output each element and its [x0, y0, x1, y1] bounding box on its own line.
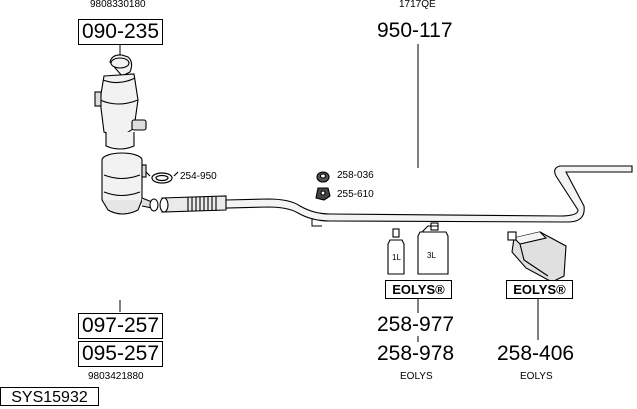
eolys-part-a: 258-977	[377, 313, 455, 336]
front-ref-label: 1717QE	[399, 0, 436, 10]
bottle-small-label: 1L	[392, 253, 401, 262]
gasket-part-number: 258-036	[337, 170, 374, 181]
gasket-icon	[316, 171, 330, 183]
eolys-brand-left: EOLYS®	[385, 280, 452, 299]
sensor-part-number-1: 097-257	[78, 313, 163, 339]
bottle-large-icon	[417, 222, 449, 275]
eolys-part-b: 258-978	[377, 342, 455, 365]
sensor-part-number-2: 095-257	[78, 341, 163, 367]
cat-part-number: 090-235	[78, 19, 163, 45]
system-id-label: SYS15932	[0, 387, 99, 406]
clamp-part-number: 254-950	[180, 171, 217, 182]
bottle-small-icon	[387, 228, 405, 275]
sensor-ref-label: 9803421880	[88, 371, 144, 382]
eolys-caption-left: EOLYS	[400, 371, 433, 382]
bracket-part-number: 255-610	[337, 189, 374, 200]
exhaust-pipe	[225, 165, 633, 223]
particulate-filter	[101, 152, 159, 215]
clamp-icon	[145, 171, 179, 184]
bracket-icon	[315, 187, 331, 201]
catalytic-converter	[94, 54, 147, 150]
flex-pipe	[159, 195, 227, 213]
eolys-brand-right: EOLYS®	[506, 280, 573, 299]
cat-ref-label: 9808330180	[90, 0, 146, 10]
bottle-large-label: 3L	[427, 251, 436, 260]
front-part-number: 950-117	[377, 19, 453, 42]
eolys-caption-right: EOLYS	[520, 371, 553, 382]
additive-tank-icon	[507, 231, 567, 283]
pipe-hanger	[311, 218, 322, 227]
eolys-part-c: 258-406	[497, 342, 575, 365]
